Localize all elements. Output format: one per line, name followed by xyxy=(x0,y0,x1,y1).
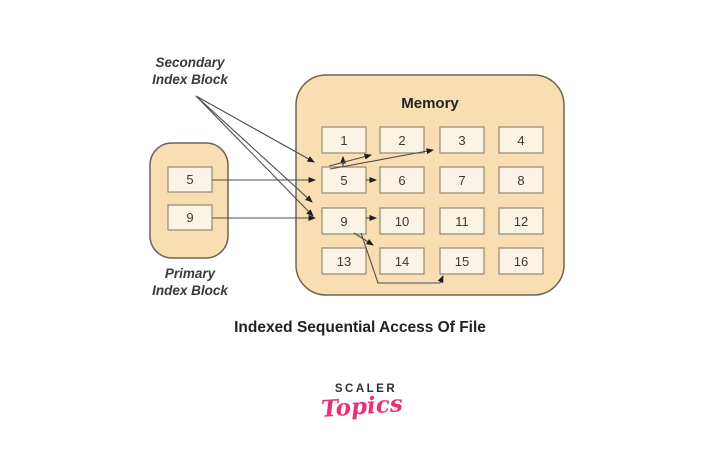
logo-sub-text: Topics xyxy=(320,390,403,423)
secondary-index-label-line2: Index Block xyxy=(152,72,229,87)
svg-text:7: 7 xyxy=(458,173,465,188)
svg-text:5: 5 xyxy=(186,172,193,187)
svg-text:1: 1 xyxy=(340,133,347,148)
arrow-cell5-to-cell2 xyxy=(328,153,372,167)
primary-index-label-line1: Primary xyxy=(165,266,217,281)
memory-cell-16: 16 xyxy=(498,247,544,275)
svg-text:4: 4 xyxy=(517,133,524,148)
secondary-index-label-line1: Secondary xyxy=(155,55,226,70)
arrow-secondary-to-cell9-edge xyxy=(195,95,314,217)
memory-cell-15: 15 xyxy=(439,247,485,275)
memory-cell-5: 5 xyxy=(321,166,367,194)
svg-text:12: 12 xyxy=(514,214,528,229)
primary-cell-9: 9 xyxy=(167,204,213,231)
svg-text:16: 16 xyxy=(514,254,528,269)
memory-cell-8: 8 xyxy=(498,166,544,194)
primary-index-block: 5 9 xyxy=(149,142,229,259)
svg-text:15: 15 xyxy=(455,254,469,269)
svg-text:13: 13 xyxy=(337,254,351,269)
memory-block: Memory 1 2 3 4 5 6 7 8 9 10 11 12 13 14 … xyxy=(295,74,565,296)
memory-cell-3: 3 xyxy=(439,126,485,154)
arrow-cell9-to-cell15-path xyxy=(360,232,444,284)
logo-brand-text: SCALER xyxy=(335,383,397,395)
memory-cell-10: 10 xyxy=(379,207,425,235)
arrow-secondary-to-cell5-corner xyxy=(195,95,315,163)
memory-cell-11: 11 xyxy=(439,207,485,235)
memory-cell-6: 6 xyxy=(379,166,425,194)
memory-cell-13: 13 xyxy=(321,247,367,275)
svg-text:3: 3 xyxy=(458,133,465,148)
arrow-secondary-to-cell9-corner xyxy=(195,95,313,203)
memory-cell-1: 1 xyxy=(321,126,367,154)
memory-title: Memory xyxy=(401,95,459,112)
svg-text:5: 5 xyxy=(340,173,347,188)
memory-cell-12: 12 xyxy=(498,207,544,235)
memory-cell-2: 2 xyxy=(379,126,425,154)
primary-cell-5: 5 xyxy=(167,166,213,193)
primary-index-label: Primary Index Block xyxy=(152,266,229,298)
arrow-cell5-to-cell3 xyxy=(329,148,434,170)
secondary-index-label: Secondary Index Block xyxy=(152,55,229,87)
memory-cell-7: 7 xyxy=(439,166,485,194)
memory-cell-14: 14 xyxy=(379,247,425,275)
svg-text:2: 2 xyxy=(398,133,405,148)
svg-text:9: 9 xyxy=(340,214,347,229)
diagram-caption: Indexed Sequential Access Of File xyxy=(234,319,486,336)
svg-text:8: 8 xyxy=(517,173,524,188)
svg-text:11: 11 xyxy=(455,214,469,229)
primary-block-outline xyxy=(149,142,229,259)
scaler-topics-logo: SCALER Topics xyxy=(320,383,403,423)
memory-cell-4: 4 xyxy=(498,126,544,154)
svg-text:14: 14 xyxy=(395,254,409,269)
svg-text:9: 9 xyxy=(186,210,193,225)
svg-text:10: 10 xyxy=(395,214,409,229)
primary-index-label-line2: Index Block xyxy=(152,283,229,298)
svg-text:6: 6 xyxy=(398,173,405,188)
memory-cell-9: 9 xyxy=(321,207,367,235)
